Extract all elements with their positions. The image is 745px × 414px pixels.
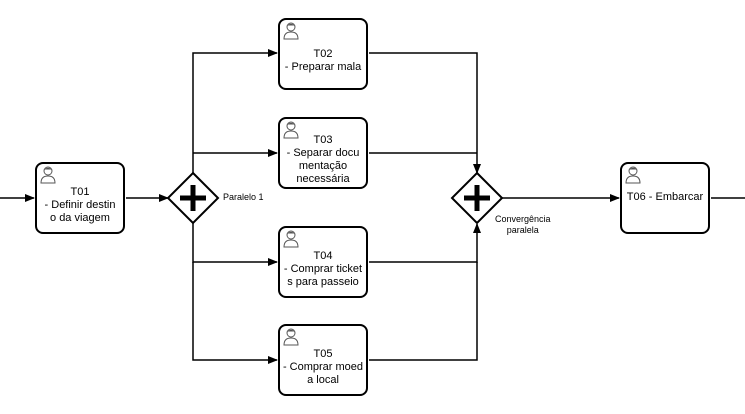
task-title: T06 - Embarcar — [626, 190, 704, 203]
join-label-line: Convergência — [495, 214, 551, 224]
join-label-line: paralela — [506, 225, 539, 235]
task-line: a local — [307, 373, 339, 386]
task-label: T04 - Comprar ticket s para passeio — [282, 244, 364, 294]
task-title: T03 — [313, 134, 333, 146]
task-line: - Comprar ticket — [283, 262, 363, 275]
task-line: s para passeio — [287, 275, 359, 288]
task-t05[interactable]: T05 - Comprar moed a local — [278, 324, 368, 396]
flow-split-t04 — [192, 222, 278, 266]
task-t04[interactable]: T04 - Comprar ticket s para passeio — [278, 226, 368, 298]
flow-split-t02 — [192, 49, 278, 174]
task-title: T05 — [313, 347, 333, 360]
task-label: T01 - Definir destin o da viagem — [39, 180, 121, 230]
task-label: T06 - Embarcar — [624, 164, 706, 230]
parallel-join-gateway[interactable] — [450, 171, 504, 225]
task-line: necessária — [296, 173, 350, 185]
task-line: - Separar docu — [286, 147, 360, 159]
task-line: o da viagem — [50, 211, 110, 224]
task-line: - Definir destin — [44, 198, 116, 211]
user-icon — [625, 166, 641, 184]
plus-icon — [464, 185, 490, 211]
task-label: T03 - Separar docu mentação necessária — [282, 134, 364, 185]
parallel-split-gateway[interactable] — [166, 171, 220, 225]
task-label: T02 - Preparar mala — [282, 36, 364, 86]
task-line: mentação — [298, 160, 348, 172]
task-title: T01 — [70, 185, 90, 198]
task-line: - Preparar mala — [284, 61, 362, 73]
flow-t04-join — [369, 223, 481, 263]
user-icon — [283, 22, 299, 40]
task-t03[interactable]: T03 - Separar docu mentação necessária — [278, 117, 368, 189]
join-gateway-label: Convergência paralela — [495, 214, 551, 236]
task-t06[interactable]: T06 - Embarcar — [620, 162, 710, 234]
task-t02[interactable]: T02 - Preparar mala — [278, 18, 368, 90]
user-icon — [40, 166, 56, 184]
plus-icon — [180, 185, 206, 211]
user-icon — [283, 328, 299, 346]
split-gateway-label: Paralelo 1 — [223, 192, 264, 202]
task-label: T05 - Comprar moed a local — [282, 342, 364, 392]
user-icon — [283, 230, 299, 248]
task-title: T02 — [313, 48, 333, 60]
flow-split-t05 — [192, 262, 278, 364]
task-line: - Comprar moed — [282, 360, 364, 373]
user-icon — [283, 121, 299, 139]
task-title: T04 — [313, 249, 333, 262]
flow-t02-join — [369, 52, 481, 174]
flow-t05-join — [369, 262, 478, 361]
task-t01[interactable]: T01 - Definir destin o da viagem — [35, 162, 125, 234]
